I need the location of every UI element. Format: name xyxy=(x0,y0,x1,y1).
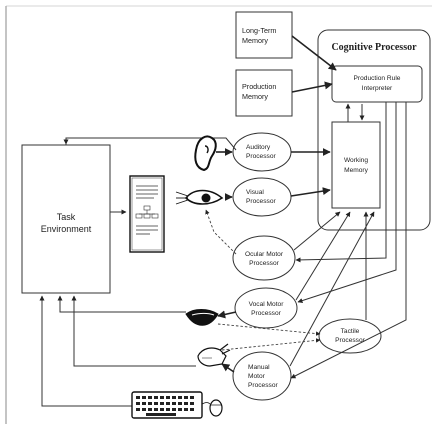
ocular-motor-processor-label-2: Processor xyxy=(249,260,279,267)
auditory-processor-node xyxy=(232,132,292,172)
production-memory-box xyxy=(235,69,293,117)
ocular-motor-processor-label-1: Ocular Motor xyxy=(245,251,284,258)
arrow-mouth-to-tactile xyxy=(217,323,321,336)
production-rule-interpreter-label-2: Interpreter xyxy=(362,85,393,92)
tactile-processor-label-2: Processor xyxy=(335,337,365,344)
arrow-keyboard-to-environment xyxy=(39,295,132,407)
arrow-interpreter-to-ocular-motor xyxy=(295,102,387,263)
keyboard-icon xyxy=(131,391,203,419)
arrow-ocular-motor-to-eye xyxy=(205,209,237,255)
manual-motor-processor-label-2: Motor xyxy=(248,373,266,380)
eye-icon xyxy=(175,189,224,205)
arrow-hand-to-environment xyxy=(71,295,196,367)
production-rule-interpreter-box xyxy=(331,65,423,103)
arrow-mouth-to-environment xyxy=(57,295,186,313)
production-memory-label-2: Memory xyxy=(242,92,268,101)
tactile-processor-node xyxy=(318,318,382,354)
task-environment-label-1: Task xyxy=(57,212,76,222)
arrow-vocal-motor-to-working-memory xyxy=(295,211,351,301)
vocal-motor-processor-node xyxy=(234,287,298,329)
long-term-memory-label-1: Long-Term xyxy=(242,26,276,35)
visual-processor-label-1: Visual xyxy=(246,189,264,196)
long-term-memory-label-2: Memory xyxy=(242,36,268,45)
production-memory-label-1: Production xyxy=(242,82,276,91)
auditory-processor-label-2: Processor xyxy=(246,153,276,160)
working-memory-label-1: Working xyxy=(344,157,368,164)
long-term-memory-box xyxy=(235,11,293,59)
ear-icon xyxy=(194,135,217,172)
hand-icon xyxy=(197,343,231,367)
vocal-motor-processor-label-2: Processor xyxy=(251,310,281,317)
manual-motor-processor-label-3: Processor xyxy=(248,382,278,389)
vocal-motor-processor-label-1: Vocal Motor xyxy=(249,301,285,308)
visual-processor-node xyxy=(232,177,292,217)
arrow-interpreter-to-manual-motor xyxy=(290,102,407,379)
arrow-manual-motor-to-working-memory xyxy=(289,211,375,367)
manual-motor-processor-label-1: Manual xyxy=(248,364,270,371)
arrow-production-memory-to-interpreter xyxy=(291,81,333,93)
task-environment-label-2: Environment xyxy=(41,224,92,234)
display-document-icon xyxy=(129,175,165,253)
ocular-motor-processor-node xyxy=(232,235,296,281)
working-memory-box xyxy=(331,121,381,209)
arrow-manual-motor-to-hand xyxy=(221,363,235,373)
arrow-vocal-motor-to-mouth xyxy=(217,310,237,319)
mouth-icon xyxy=(185,309,219,326)
auditory-processor-label-1: Auditory xyxy=(246,144,271,151)
arrow-visual-to-working-memory xyxy=(290,187,331,197)
arrow-hand-to-tactile xyxy=(221,338,321,351)
tactile-processor-label-1: Tactile xyxy=(341,328,360,335)
arrow-long-term-memory-to-interpreter xyxy=(291,35,337,71)
working-memory-label-2: Memory xyxy=(344,167,369,174)
production-rule-interpreter-label-1: Production Rule xyxy=(354,75,401,82)
mouse-icon xyxy=(201,399,223,417)
visual-processor-label-2: Processor xyxy=(246,198,276,205)
cognitive-processor-title: Cognitive Processor xyxy=(331,42,417,53)
task-environment-box xyxy=(21,144,111,294)
arrow-ocular-motor-to-working-memory xyxy=(293,211,341,251)
